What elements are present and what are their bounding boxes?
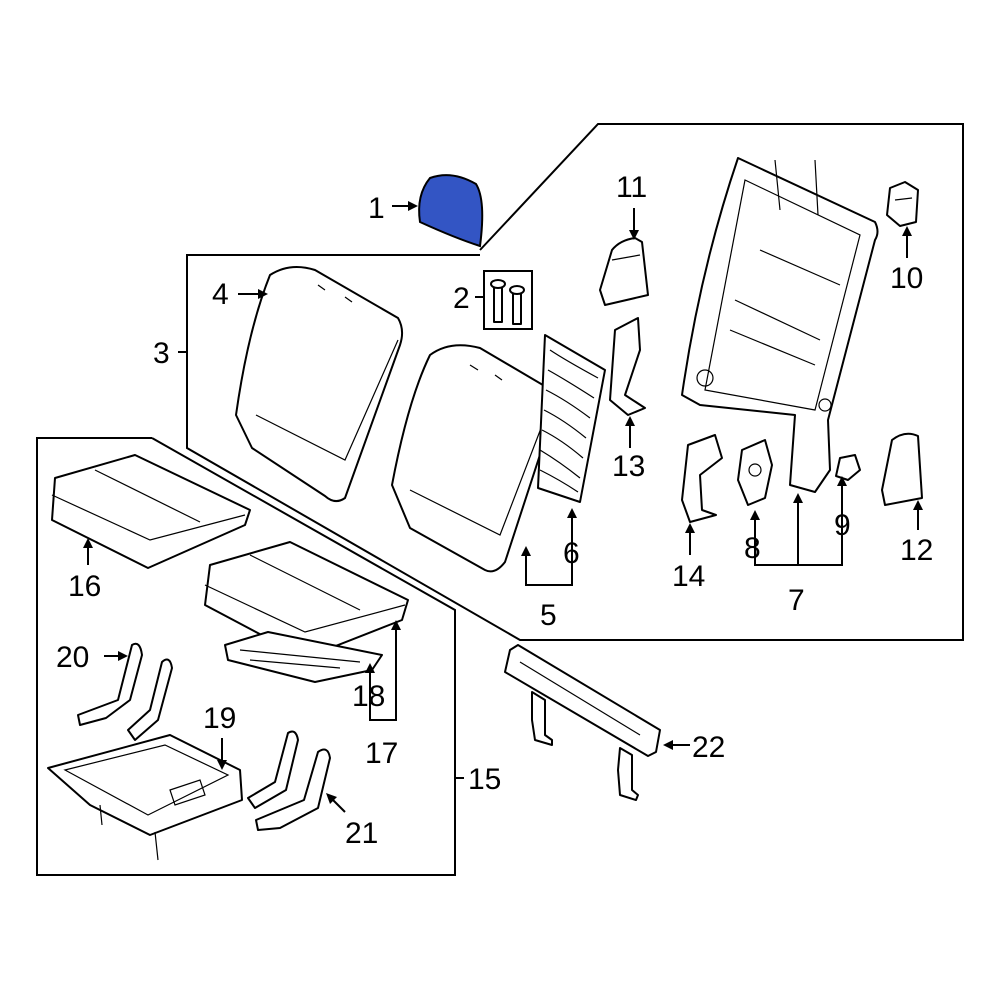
cushion-group-frame [36,437,456,876]
callout-18: 18 [352,680,385,713]
callout-21: 21 [345,817,378,850]
callout-5: 5 [540,599,557,632]
callout-11: 11 [616,171,647,204]
cushion-frame-part[interactable] [47,734,243,861]
mounting-bracket-part[interactable] [504,644,661,801]
headrest-guide-part[interactable] [483,270,533,330]
cushion-cover-part[interactable] [51,454,251,569]
recliner-part[interactable] [737,439,773,506]
callout-labels: 1 2 3 4 5 6 7 8 9 10 11 12 13 14 15 16 1… [56,171,933,850]
callout-7: 7 [788,584,805,617]
headrest-part[interactable] [418,174,484,248]
callout-22: 22 [692,731,725,764]
callout-6: 6 [563,537,580,570]
cushion-mat-part[interactable] [224,631,383,683]
callout-10: 10 [890,262,923,295]
callout-17: 17 [365,737,398,770]
callout-4: 4 [212,278,229,311]
callout-19: 19 [203,702,236,735]
callout-20: 20 [56,641,89,674]
seatback-pad-part[interactable] [391,344,555,573]
callout-13: 13 [612,450,645,483]
callout-16: 16 [68,570,101,603]
seatback-cover-part[interactable] [235,265,404,502]
left-rail-trim-part[interactable] [77,642,173,741]
seatback-frame-part[interactable] [681,157,879,493]
release-button-part[interactable] [886,181,919,227]
right-rail-trim-part[interactable] [247,730,331,831]
seatback-group-frame [186,123,964,641]
callout-9: 9 [834,509,851,542]
callout-2: 2 [453,282,470,315]
bracket-part[interactable] [609,317,646,416]
callout-1: 1 [368,192,385,225]
upper-trim-part[interactable] [599,237,649,306]
callout-8: 8 [744,532,761,565]
callout-12: 12 [900,534,933,567]
callout-14: 14 [672,560,705,593]
latch-part[interactable] [835,454,861,481]
support-mat-part[interactable] [537,334,606,503]
callout-15: 15 [468,763,501,796]
lower-trim-part[interactable] [681,434,723,523]
callout-3: 3 [153,337,170,370]
leader-lines [83,201,923,813]
cushion-pad-part[interactable] [204,541,409,659]
side-cover-part[interactable] [881,432,923,506]
